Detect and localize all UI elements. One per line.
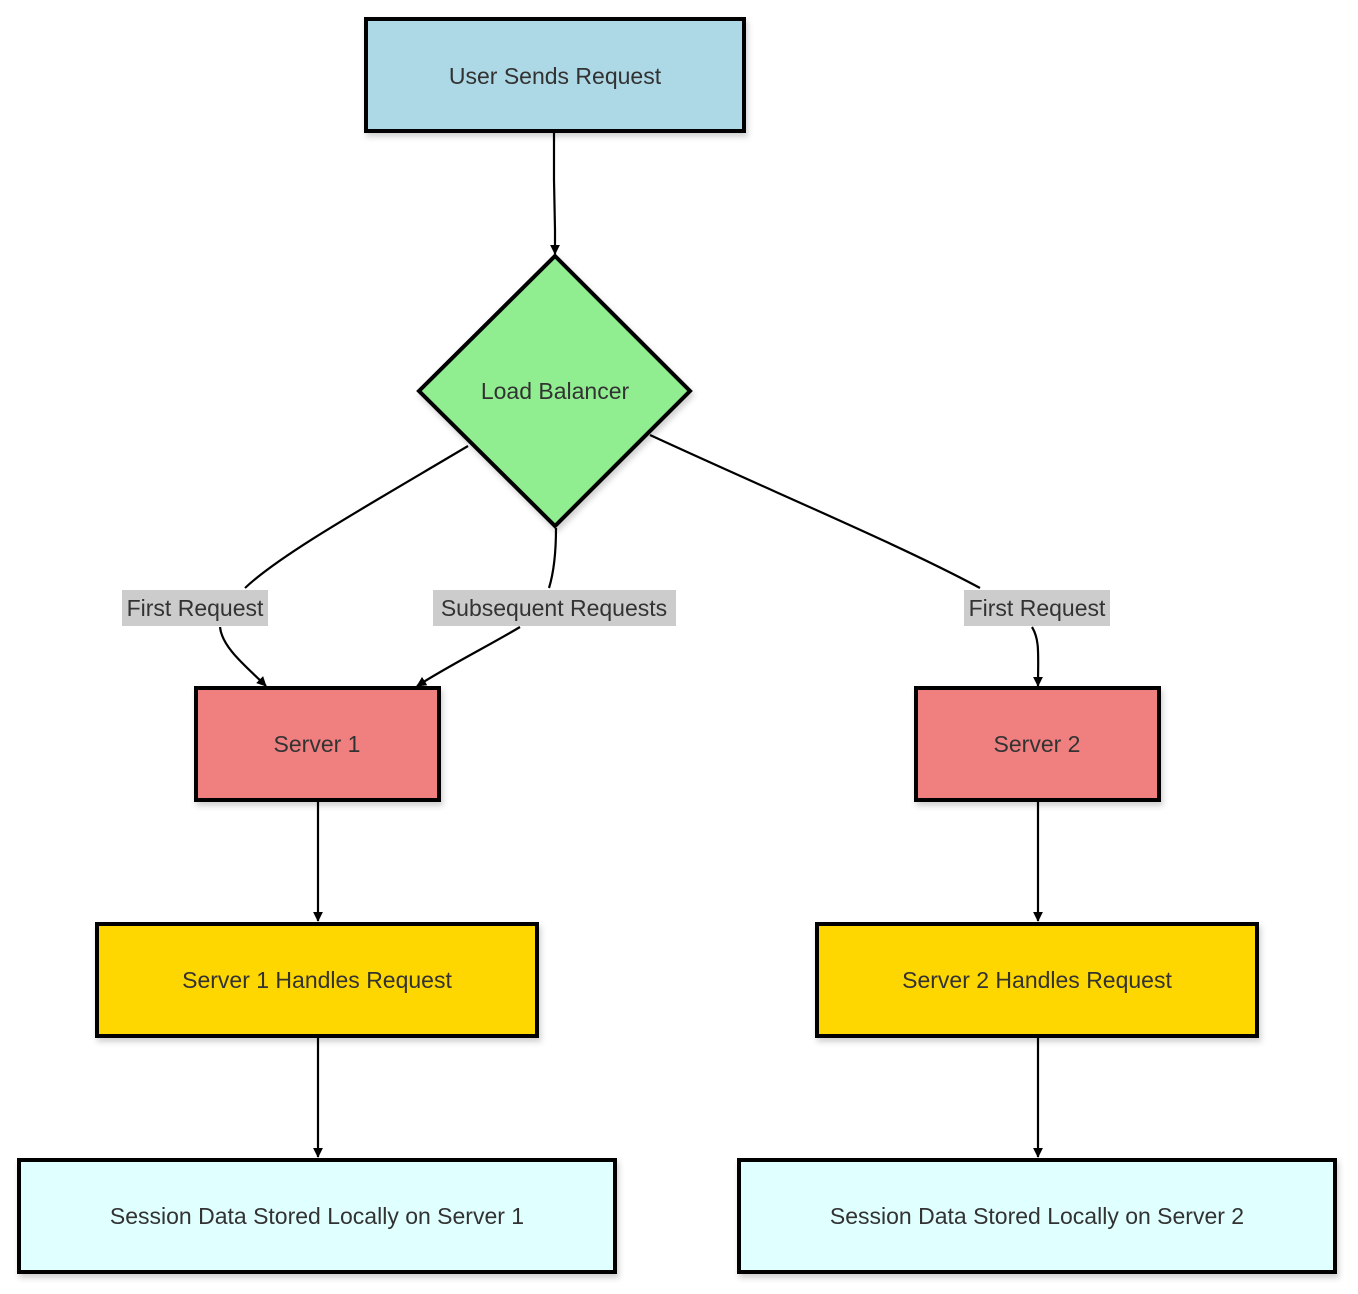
node-server-1: Server 1: [194, 686, 441, 802]
edge-lb-to-server1-first-tail: [218, 626, 267, 687]
svg-text:First Request: First Request: [969, 595, 1106, 621]
node-session-data-server-2: Session Data Stored Locally on Server 2: [737, 1158, 1337, 1274]
svg-text:Subsequent Requests: Subsequent Requests: [441, 595, 667, 621]
svg-text:First Request: First Request: [127, 595, 264, 621]
svg-text:Server 2 Handles Request: Server 2 Handles Request: [902, 967, 1172, 993]
node-server-1-handles-request: Server 1 Handles Request: [95, 922, 539, 1038]
edge-label-subsequent-requests: Subsequent Requests: [433, 590, 676, 626]
node-server-2-handles-request: Server 2 Handles Request: [815, 922, 1259, 1038]
svg-text:Server 1 Handles Request: Server 1 Handles Request: [182, 967, 452, 993]
svg-text:Server 2: Server 2: [994, 731, 1081, 757]
svg-text:Session Data Stored Locally on: Session Data Stored Locally on Server 1: [110, 1203, 524, 1229]
node-server-2: Server 2: [914, 686, 1161, 802]
edge-lb-to-server1-subsequent: [547, 527, 558, 589]
edge-label-first-request-server2: First Request: [964, 590, 1110, 626]
node-session-data-server-1: Session Data Stored Locally on Server 1: [17, 1158, 617, 1274]
edge-label-first-request-server1: First Request: [122, 590, 268, 626]
edge-user-to-lb: [550, 132, 560, 255]
edge-lb-to-server2-first-tail: [1031, 626, 1044, 687]
svg-text:Session Data Stored Locally on: Session Data Stored Locally on Server 2: [830, 1203, 1244, 1229]
node-user-sends-request: User Sends Request: [364, 17, 746, 133]
svg-text:User Sends Request: User Sends Request: [449, 63, 662, 89]
edge-lb-to-server1-subsequent-tail: [416, 626, 521, 687]
edge-lb-to-server2-first: [649, 434, 981, 589]
svg-text:Server 1: Server 1: [274, 731, 361, 757]
edge-lb-to-server1-first: [244, 445, 469, 589]
node-load-balancer: Load Balancer: [416, 253, 693, 529]
svg-text:Load Balancer: Load Balancer: [481, 378, 630, 404]
